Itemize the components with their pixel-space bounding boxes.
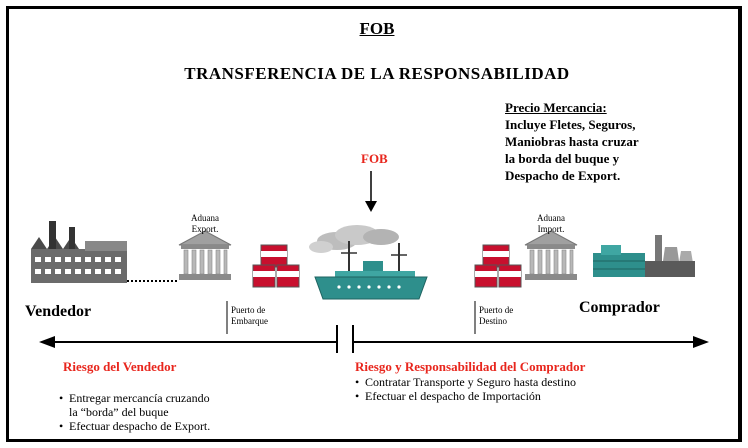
seller-risk-heading: Riesgo del Vendedor [63,359,177,374]
export-crates-icon [252,244,300,288]
page-title: FOB [359,19,395,38]
buyer-risk-heading: Riesgo y Responsabilidad del Comprador [355,359,586,374]
import-crates-icon [474,244,522,288]
export-port-label-line2: Embarque [231,316,268,326]
factory-icon [31,221,177,283]
price-box-line: Despacho de Export. [505,168,621,183]
list-item: •Contratar Transporte y Seguro hasta des… [355,375,576,389]
export-customs-building-icon [178,230,232,280]
export-port-label: Puerto de Embarque [231,305,287,327]
buyer-name: Comprador [579,299,660,316]
diagram-subtitle: TRANSFERENCIA DE LA RESPONSABILIDAD [184,64,570,83]
import-customs-building-icon [524,230,578,280]
price-box-line: la borda del buque y [505,151,620,166]
price-box: Precio Mercancia: Incluye Fletes, Seguro… [505,99,695,184]
diagram-artwork [31,171,709,353]
price-box-heading: Precio Mercancia: [505,100,607,115]
export-customs-label-line1: Aduana [191,213,219,223]
list-item: la “borda” del buque [69,405,169,419]
price-box-line: Maniobras hasta cruzar [505,134,639,149]
export-customs-label-line2: Export. [191,224,219,234]
buyer-risk-arrow [353,336,709,348]
list-item: •Entregar mercancía cruzando [59,391,210,405]
buyer-risk-list: •Contratar Transporte y Seguro hasta des… [355,375,576,403]
export-port-label-line1: Puerto de [231,305,266,315]
import-port-label-line2: Destino [479,316,507,326]
seller-risk-list: •Entregar mercancía cruzando la “borda” … [59,391,210,433]
power-plant-icon [593,235,695,277]
list-item: •Efectuar el despacho de Importación [355,389,541,403]
fob-marker-label: FOB [361,151,388,166]
list-item: •Efectuar despacho de Export. [59,419,211,433]
import-customs-label-line1: Aduana [537,213,565,223]
ship-icon [309,225,428,300]
import-port-label: Puerto de Destino [479,305,535,327]
price-box-line: Incluye Fletes, Seguros, [505,117,636,132]
export-customs-label: Aduana Export. [175,213,235,235]
import-customs-label-line2: Import. [537,224,565,234]
import-customs-label: Aduana Import. [521,213,581,235]
seller-name: Vendedor [25,303,92,320]
import-port-label-line1: Puerto de [479,305,514,315]
fob-down-arrow [365,171,377,212]
diagram-frame: FOB TRANSFERENCIA DE LA RESPONSABILIDAD … [6,6,742,442]
seller-risk-arrow [39,336,337,348]
